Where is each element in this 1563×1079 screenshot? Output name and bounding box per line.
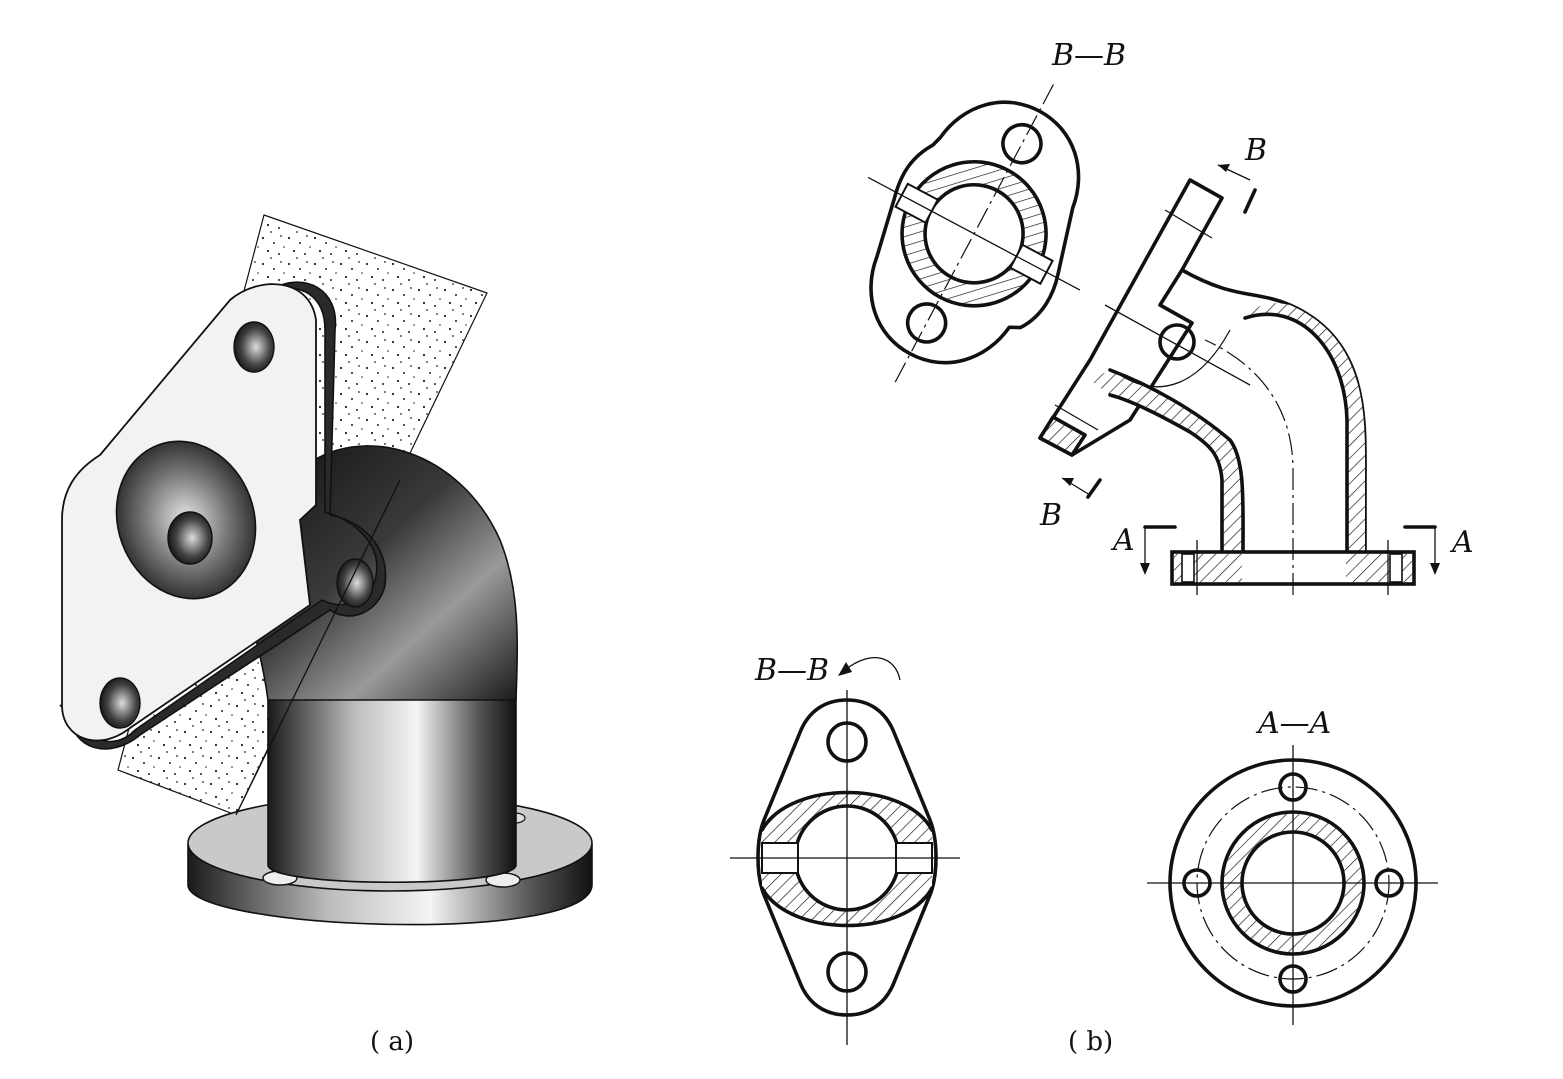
flange-hatch-left — [1040, 417, 1085, 455]
bb-top-centerline-v — [893, 84, 1054, 386]
cut-label-a-right: A — [1449, 525, 1474, 560]
flange-bore — [167, 511, 213, 565]
outer-wall-hatch — [1245, 303, 1366, 552]
label-bb-top: B—B — [1051, 38, 1126, 73]
bolt-hole-upper — [233, 321, 275, 373]
bolt-hole-lug — [336, 558, 374, 608]
inner-wall-hatch — [1090, 370, 1244, 552]
cut-mark-b-lower-bar — [1086, 478, 1102, 499]
label-aa: A—A — [1255, 706, 1331, 741]
inclined-flange-outline — [1038, 178, 1224, 457]
cut-label-b-upper: B — [1244, 133, 1267, 168]
bb-top-centerline-h — [867, 176, 1081, 291]
inner-wall-inner-edge — [1108, 393, 1224, 554]
cut-label-a-left: A — [1110, 523, 1135, 558]
outer-wall-inner-edge — [1243, 312, 1349, 554]
cut-arrow-a-right-head — [1430, 563, 1440, 575]
bb-top-hatch — [902, 161, 1047, 306]
caption-b: ( b) — [1068, 1027, 1113, 1057]
cut-label-b-lower: B — [1039, 498, 1062, 533]
section-aa: A—A — [1147, 706, 1438, 1025]
section-bb-rotated: B—B — [730, 653, 960, 1045]
lug-centerline — [1104, 304, 1251, 386]
cut-trace-line — [235, 479, 401, 816]
bb-top-outline — [869, 100, 1081, 365]
caption-a: ( a) — [370, 1027, 414, 1057]
rotation-arrow-head — [838, 662, 852, 676]
label-bb-rotated: B—B — [754, 653, 829, 688]
bolt-hole-lower — [99, 677, 141, 729]
isometric-view: ( a) — [59, 214, 593, 1057]
bb-top-hole-upper — [1001, 122, 1043, 165]
cut-arrow-b-upper-head — [1218, 164, 1230, 172]
rotation-arrow — [844, 657, 901, 681]
flange-tick-1 — [1164, 209, 1213, 239]
flange-hatch-left-edge — [1038, 415, 1087, 457]
base-bolt-right — [1389, 553, 1403, 583]
cut-arrow-a-left-head — [1140, 563, 1150, 575]
pipe-centerline — [1204, 339, 1294, 595]
cut-mark-b-upper-bar — [1243, 188, 1257, 214]
main-section-view: B B A A — [1038, 133, 1474, 595]
lug-hole — [1158, 323, 1196, 361]
base-bolt-left — [1181, 553, 1195, 583]
bb-top-hole-lower — [905, 302, 948, 344]
lug-transition — [1119, 329, 1231, 388]
section-bb-tilted: B—B — [867, 38, 1126, 386]
flange-tick-2 — [1054, 404, 1099, 431]
cut-arrow-b-lower-head — [1062, 478, 1074, 486]
